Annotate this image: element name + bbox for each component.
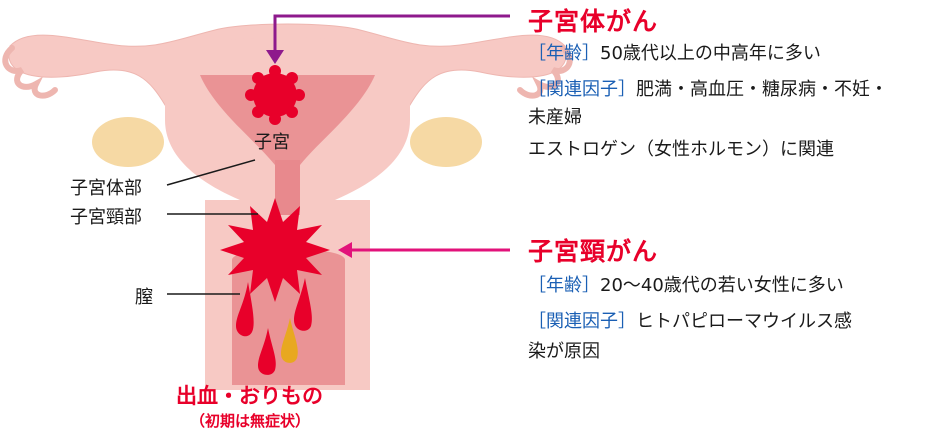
- age-tag: ［年齢］: [528, 275, 600, 296]
- cervical-factor-line2: 染が原因: [528, 338, 600, 366]
- uterus-label: 子宮: [254, 128, 290, 154]
- uterine-body-label: 子宮体部: [70, 174, 142, 200]
- age-text: 50歳代以上の中高年に多い: [600, 43, 821, 64]
- vagina-label: 膣: [135, 283, 153, 309]
- factor-tag: ［関連因子］: [528, 79, 636, 100]
- endometrial-cancer-title: 子宮体がん: [528, 2, 658, 38]
- cervical-cancer-title: 子宮頸がん: [528, 232, 658, 268]
- age-text: 20〜40歳代の若い女性に多い: [600, 275, 844, 296]
- endometrial-factor-line: ［関連因子］肥満・高血圧・糖尿病・不妊・: [528, 76, 888, 104]
- ovary-left: [92, 117, 164, 167]
- endometrial-factor-line2: 未産婦: [528, 104, 582, 132]
- cervical-canal: [275, 160, 300, 215]
- cervical-factor-line: ［関連因子］ヒトパピローマウイルス感: [528, 308, 852, 336]
- symptom-label: 出血・おりもの: [176, 380, 323, 410]
- cervical-age-line: ［年齢］20〜40歳代の若い女性に多い: [528, 272, 844, 300]
- endometrial-tumor: [245, 65, 305, 125]
- age-tag: ［年齢］: [528, 43, 600, 64]
- factor-text: 肥満・高血圧・糖尿病・不妊・: [636, 79, 888, 100]
- factor-text: ヒトパピローマウイルス感: [636, 311, 852, 332]
- endometrial-factor-line3: エストロゲン（女性ホルモン）に関連: [528, 136, 834, 164]
- factor-tag: ［関連因子］: [528, 311, 636, 332]
- uterine-cervix-label: 子宮頸部: [70, 203, 142, 229]
- symptom-note: （初期は無症状）: [190, 410, 310, 431]
- endometrial-age-line: ［年齢］50歳代以上の中高年に多い: [528, 40, 821, 68]
- ovary-right: [410, 117, 482, 167]
